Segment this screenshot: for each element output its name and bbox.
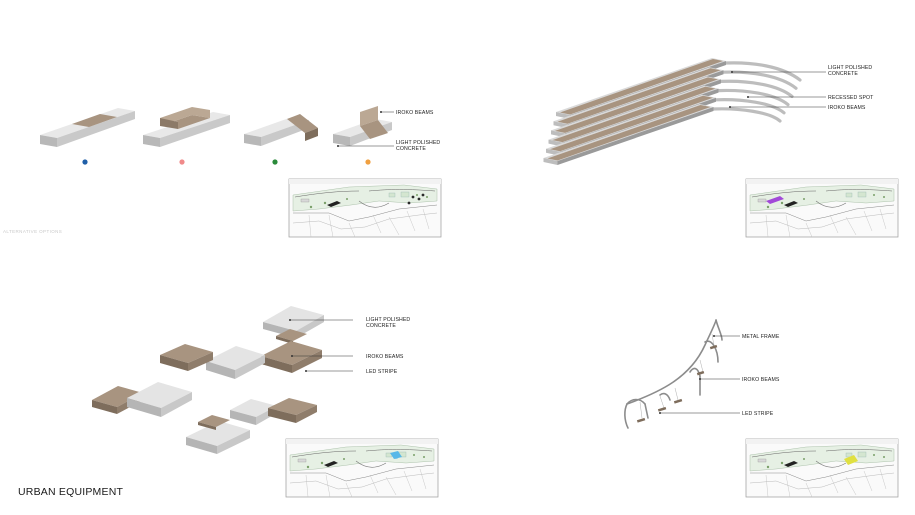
key-plan-map-3 (285, 438, 439, 498)
bench-variant-4 (333, 106, 392, 146)
key-plan-map-1 (288, 178, 442, 238)
label-led-stripe: LED STRIPE (366, 369, 398, 375)
bench-variant-2 (143, 107, 230, 147)
label-iroko-beams: IROKO BEAMS (396, 110, 434, 116)
faint-caption: ALTERNATIVE OPTIONS (3, 229, 62, 234)
variant-dot-green (272, 159, 278, 165)
label-recessed-spot: RECESSED SPOT (828, 95, 874, 101)
long-bench (543, 104, 782, 165)
label-iroko-beams: IROKO BEAMS (828, 105, 866, 111)
label-led-stripe: LED STRIPE (742, 411, 774, 417)
label-iroko-beams: IROKO BEAMS (742, 377, 780, 383)
variant-dot-orange (365, 159, 371, 165)
page-title: URBAN EQUIPMENT (18, 486, 124, 498)
label-iroko-beams: IROKO BEAMS (366, 354, 404, 360)
key-plan-map-2 (745, 178, 899, 238)
panel-swings: METAL FRAME IROKO BEAMS LED STRIPE (624, 319, 780, 429)
key-plan-map-4 (745, 438, 899, 498)
variant-dot-pink (179, 159, 185, 165)
bench-variant-3 (244, 114, 318, 146)
variant-dot-blue (82, 159, 88, 165)
bench-variant-1 (40, 108, 135, 147)
label-metal-frame: METAL FRAME (742, 334, 780, 340)
